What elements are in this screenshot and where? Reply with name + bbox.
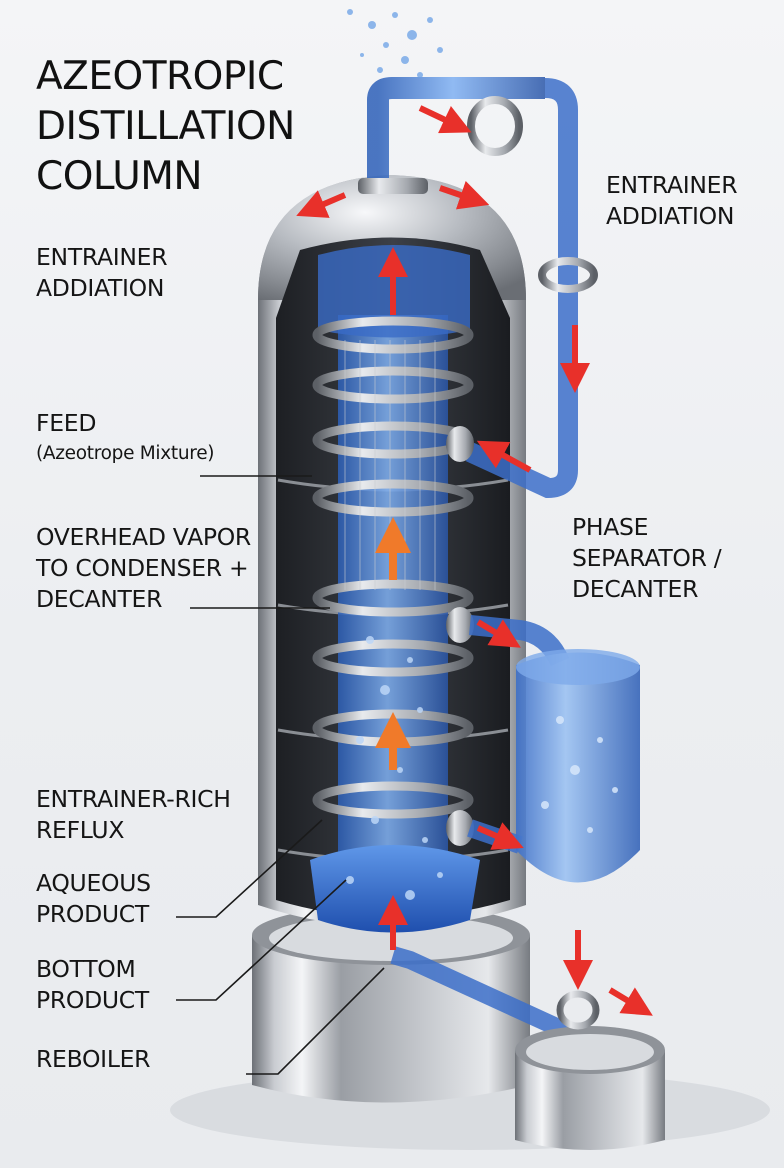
label-entrainer-addition-right: ENTRAINER ADDIATION (606, 171, 738, 230)
label-entrainer-rich-reflux: ENTRAINER-RICH REFLUX (36, 785, 231, 844)
label-aqueous-product: AQUEOUS PRODUCT (36, 869, 151, 928)
title-line-2: DISTILLATION (36, 104, 295, 149)
label-phase-separator: PHASE SEPARATOR / DECANTER (572, 513, 722, 603)
vapor-spray (347, 9, 443, 78)
label-feed: FEED (Azeotrope Mixture) (36, 409, 215, 464)
label-bottom-product: BOTTOM PRODUCT (36, 955, 149, 1014)
bottom-receiver (390, 946, 665, 1150)
label-reboiler: REBOILER (36, 1045, 151, 1073)
diagram-title: AZEOTROPIC DISTILLATION COLUMN (36, 52, 295, 202)
decanter-vessel (516, 649, 640, 883)
tray-rings (312, 316, 474, 819)
title-line-3: COLUMN (36, 154, 203, 199)
flow-arrows (296, 105, 653, 1016)
side-nozzles (446, 426, 474, 846)
pipe-flange-1 (467, 96, 523, 156)
leader-lines (176, 475, 385, 1075)
label-overhead-vapor: OVERHEAD VAPOR TO CONDENSER + DECANTER (36, 523, 251, 613)
label-entrainer-addition-left: ENTRAINER ADDIATION (36, 243, 168, 302)
top-flange (358, 178, 428, 194)
title-line-1: AZEOTROPIC (36, 54, 284, 99)
pipe-flange-2 (538, 257, 598, 293)
